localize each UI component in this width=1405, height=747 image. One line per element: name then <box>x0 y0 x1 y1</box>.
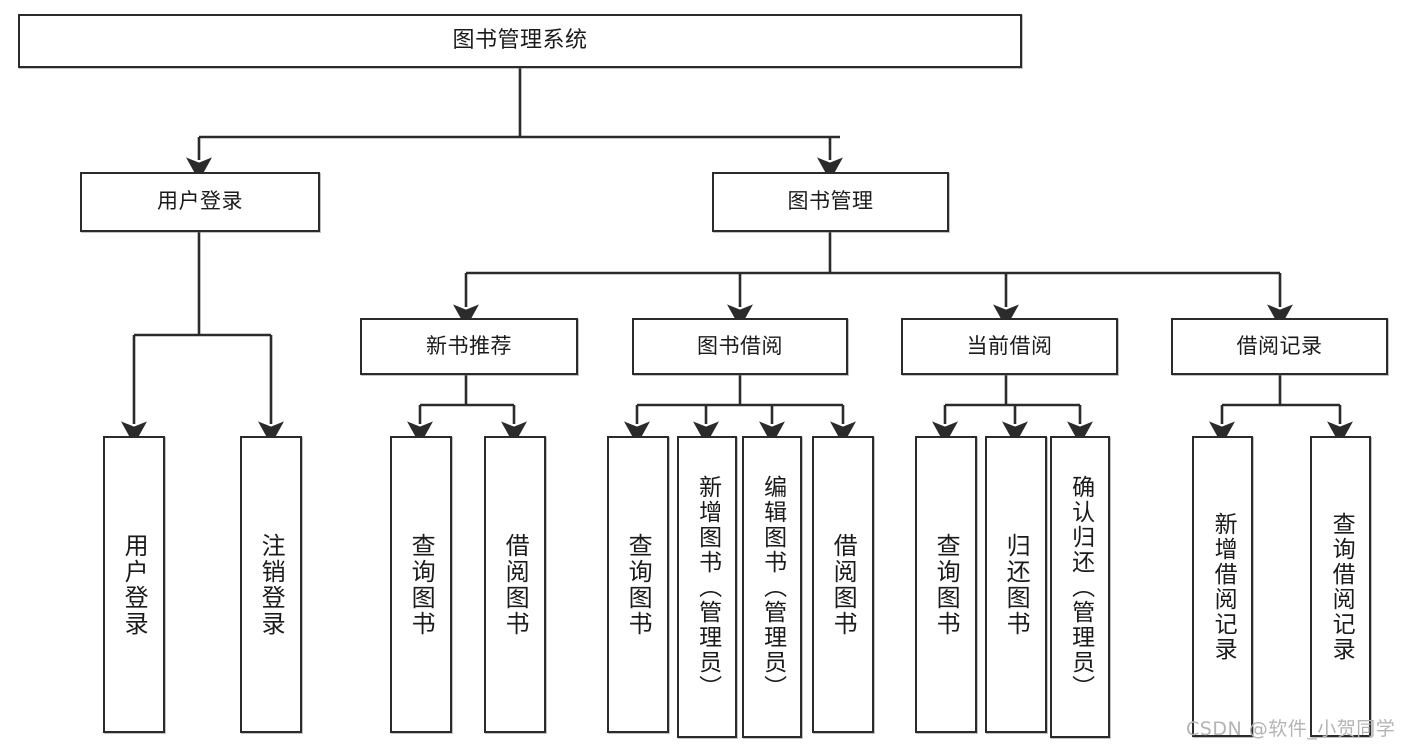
node-label: 用户登录 <box>120 532 149 637</box>
node-new-book-recommend[interactable]: 新书推荐 <box>360 318 578 375</box>
leaf-borrow-book[interactable]: 借阅图书 <box>812 436 874 733</box>
leaf-user-login[interactable]: 用户登录 <box>103 436 165 733</box>
node-label: 查询图书 <box>932 532 961 637</box>
node-label: 用户登录 <box>157 189 243 214</box>
node-book-management[interactable]: 图书管理 <box>712 172 949 232</box>
node-label: 注销登录 <box>257 532 286 637</box>
leaf-query-book-current[interactable]: 查询图书 <box>915 436 977 733</box>
leaf-query-book-recommend[interactable]: 查询图书 <box>390 436 452 733</box>
leaf-return-book[interactable]: 归还图书 <box>985 436 1047 733</box>
node-label: 归还图书 <box>1002 532 1031 637</box>
node-borrow-record[interactable]: 借阅记录 <box>1171 318 1388 375</box>
leaf-borrow-book-recommend[interactable]: 借阅图书 <box>484 436 546 733</box>
node-label: 借阅记录 <box>1236 333 1323 358</box>
node-current-borrow[interactable]: 当前借阅 <box>901 318 1118 375</box>
leaf-logout[interactable]: 注销登录 <box>240 436 302 733</box>
node-label: 图书管理 <box>787 189 874 214</box>
csdn-watermark: CSDN @软件_小贺同学 <box>1186 718 1396 740</box>
node-label: 查询图书 <box>407 532 436 637</box>
node-label: 查询借阅记录 <box>1328 511 1355 662</box>
leaf-add-borrow-record[interactable]: 新增借阅记录 <box>1192 436 1253 737</box>
leaf-confirm-return-admin[interactable]: 确认归还（管理员） <box>1050 436 1110 738</box>
node-label: 编辑图书（管理员） <box>759 474 786 700</box>
node-label: 新书推荐 <box>426 333 512 358</box>
node-label: 新增借阅记录 <box>1210 511 1237 662</box>
node-label: 图书管理系统 <box>452 27 588 53</box>
node-user-login[interactable]: 用户登录 <box>80 172 320 232</box>
leaf-add-book-admin[interactable]: 新增图书（管理员） <box>677 436 737 738</box>
leaf-query-borrow-record[interactable]: 查询借阅记录 <box>1310 436 1371 737</box>
node-label: 确认归还（管理员） <box>1067 474 1094 700</box>
node-label: 当前借阅 <box>966 333 1053 358</box>
node-label: 借阅图书 <box>829 532 858 637</box>
node-label: 新增图书（管理员） <box>694 474 721 700</box>
node-label: 图书借阅 <box>697 333 783 358</box>
node-book-borrow[interactable]: 图书借阅 <box>632 318 848 375</box>
node-root-system[interactable]: 图书管理系统 <box>18 14 1022 68</box>
leaf-edit-book-admin[interactable]: 编辑图书（管理员） <box>742 436 802 738</box>
leaf-query-book-borrow[interactable]: 查询图书 <box>607 436 669 733</box>
node-label: 查询图书 <box>624 532 653 637</box>
node-label: 借阅图书 <box>501 532 530 637</box>
